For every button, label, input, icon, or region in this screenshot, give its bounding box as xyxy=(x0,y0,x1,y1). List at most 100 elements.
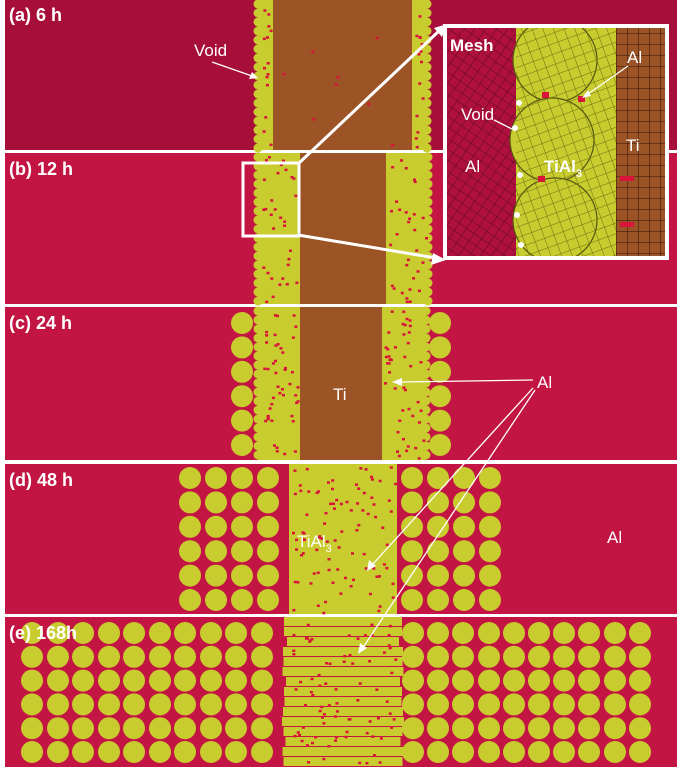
inset-defect xyxy=(578,96,585,102)
defect-mark xyxy=(331,487,334,491)
defect-mark xyxy=(372,503,376,506)
al-particle xyxy=(479,540,501,563)
defect-mark xyxy=(293,734,297,738)
al-particle xyxy=(528,741,550,763)
defect-mark xyxy=(275,446,279,449)
layer-scallop xyxy=(253,8,263,18)
layer-scallop xyxy=(253,369,263,379)
tial3-label: TiAl3 xyxy=(297,532,332,555)
void-arrow-line xyxy=(211,61,253,77)
layer-scallop xyxy=(421,405,431,415)
defect-mark xyxy=(307,761,311,764)
layer-scallop xyxy=(253,396,263,406)
al-pointer-arrows xyxy=(358,378,536,654)
layer-scallop xyxy=(421,306,431,316)
layer-scallop xyxy=(422,53,432,63)
defect-mark xyxy=(376,717,380,720)
defect-mark xyxy=(265,330,269,334)
defect-mark xyxy=(301,531,305,534)
panel-c-defects xyxy=(263,310,426,460)
al-particle xyxy=(402,717,424,740)
al-particle xyxy=(427,645,449,668)
defect-mark xyxy=(387,499,391,502)
al-particle xyxy=(251,741,273,763)
al-particle xyxy=(478,622,500,644)
defect-mark xyxy=(284,168,288,172)
defect-mark xyxy=(301,552,305,555)
defect-mark xyxy=(395,233,399,236)
defect-mark xyxy=(271,362,275,365)
al-particle xyxy=(604,741,626,763)
defect-mark xyxy=(339,592,343,595)
defect-mark xyxy=(322,611,326,615)
defect-mark xyxy=(263,9,267,12)
defect-mark xyxy=(374,515,378,519)
defect-mark xyxy=(395,200,399,203)
defect-mark xyxy=(295,281,299,285)
defect-mark xyxy=(293,450,297,453)
defect-mark xyxy=(370,623,374,627)
defect-mark xyxy=(414,446,418,450)
layer-scallop xyxy=(421,387,431,397)
layer-scallop xyxy=(253,360,263,370)
defect-mark xyxy=(271,396,275,400)
al-particle xyxy=(149,693,171,716)
al-particle xyxy=(503,669,525,692)
al-particle xyxy=(149,741,171,763)
defect-mark xyxy=(414,137,418,140)
defect-mark xyxy=(344,735,348,739)
al-particle xyxy=(123,669,145,692)
defect-mark xyxy=(402,386,406,389)
defect-mark xyxy=(398,208,402,211)
tial3-band xyxy=(286,677,400,686)
layer-scallop xyxy=(422,107,432,117)
al-particle xyxy=(604,645,626,668)
al-particle xyxy=(231,385,253,408)
al-particle xyxy=(429,360,451,383)
al-particle xyxy=(578,645,600,668)
defect-mark xyxy=(324,511,328,515)
defect-mark xyxy=(400,291,404,295)
defect-mark xyxy=(402,333,406,336)
inset-void xyxy=(517,172,523,178)
defect-mark xyxy=(370,475,373,479)
defect-mark xyxy=(407,331,411,334)
defect-mark xyxy=(389,466,393,469)
defect-mark xyxy=(347,634,351,637)
tial3-band xyxy=(284,617,402,626)
zoom-connector-top xyxy=(296,28,442,166)
al-particle xyxy=(604,669,626,692)
defect-mark xyxy=(405,297,409,300)
layer-scallop xyxy=(253,450,263,460)
defect-mark xyxy=(351,552,354,555)
defect-mark xyxy=(349,585,353,588)
al-particle xyxy=(205,491,227,514)
al-particle xyxy=(578,693,600,716)
defect-mark xyxy=(386,362,389,365)
al-particle xyxy=(231,434,253,456)
al-particle xyxy=(72,669,94,692)
defect-mark xyxy=(266,417,270,420)
defect-mark xyxy=(390,671,394,675)
defect-mark xyxy=(292,314,296,317)
layer-scallop xyxy=(253,206,263,216)
defect-mark xyxy=(299,680,303,684)
defect-mark xyxy=(322,757,326,761)
panel-d-defects xyxy=(292,466,398,615)
defect-mark xyxy=(269,143,273,147)
layer-scallop xyxy=(253,306,263,316)
defect-mark xyxy=(318,535,322,538)
inset-void-arrow xyxy=(493,119,513,130)
layer-scallop xyxy=(421,351,431,361)
defect-mark xyxy=(317,490,320,493)
al-particle xyxy=(98,741,120,763)
al-particle xyxy=(123,741,145,763)
defect-mark xyxy=(306,623,310,627)
layer-scallop xyxy=(253,197,263,207)
defect-mark xyxy=(267,13,271,16)
al-particle xyxy=(179,491,201,514)
al-particle xyxy=(478,669,500,692)
defect-mark xyxy=(393,387,397,390)
panel-d-label: (d) 48 h xyxy=(9,470,73,490)
defect-mark xyxy=(348,654,352,657)
